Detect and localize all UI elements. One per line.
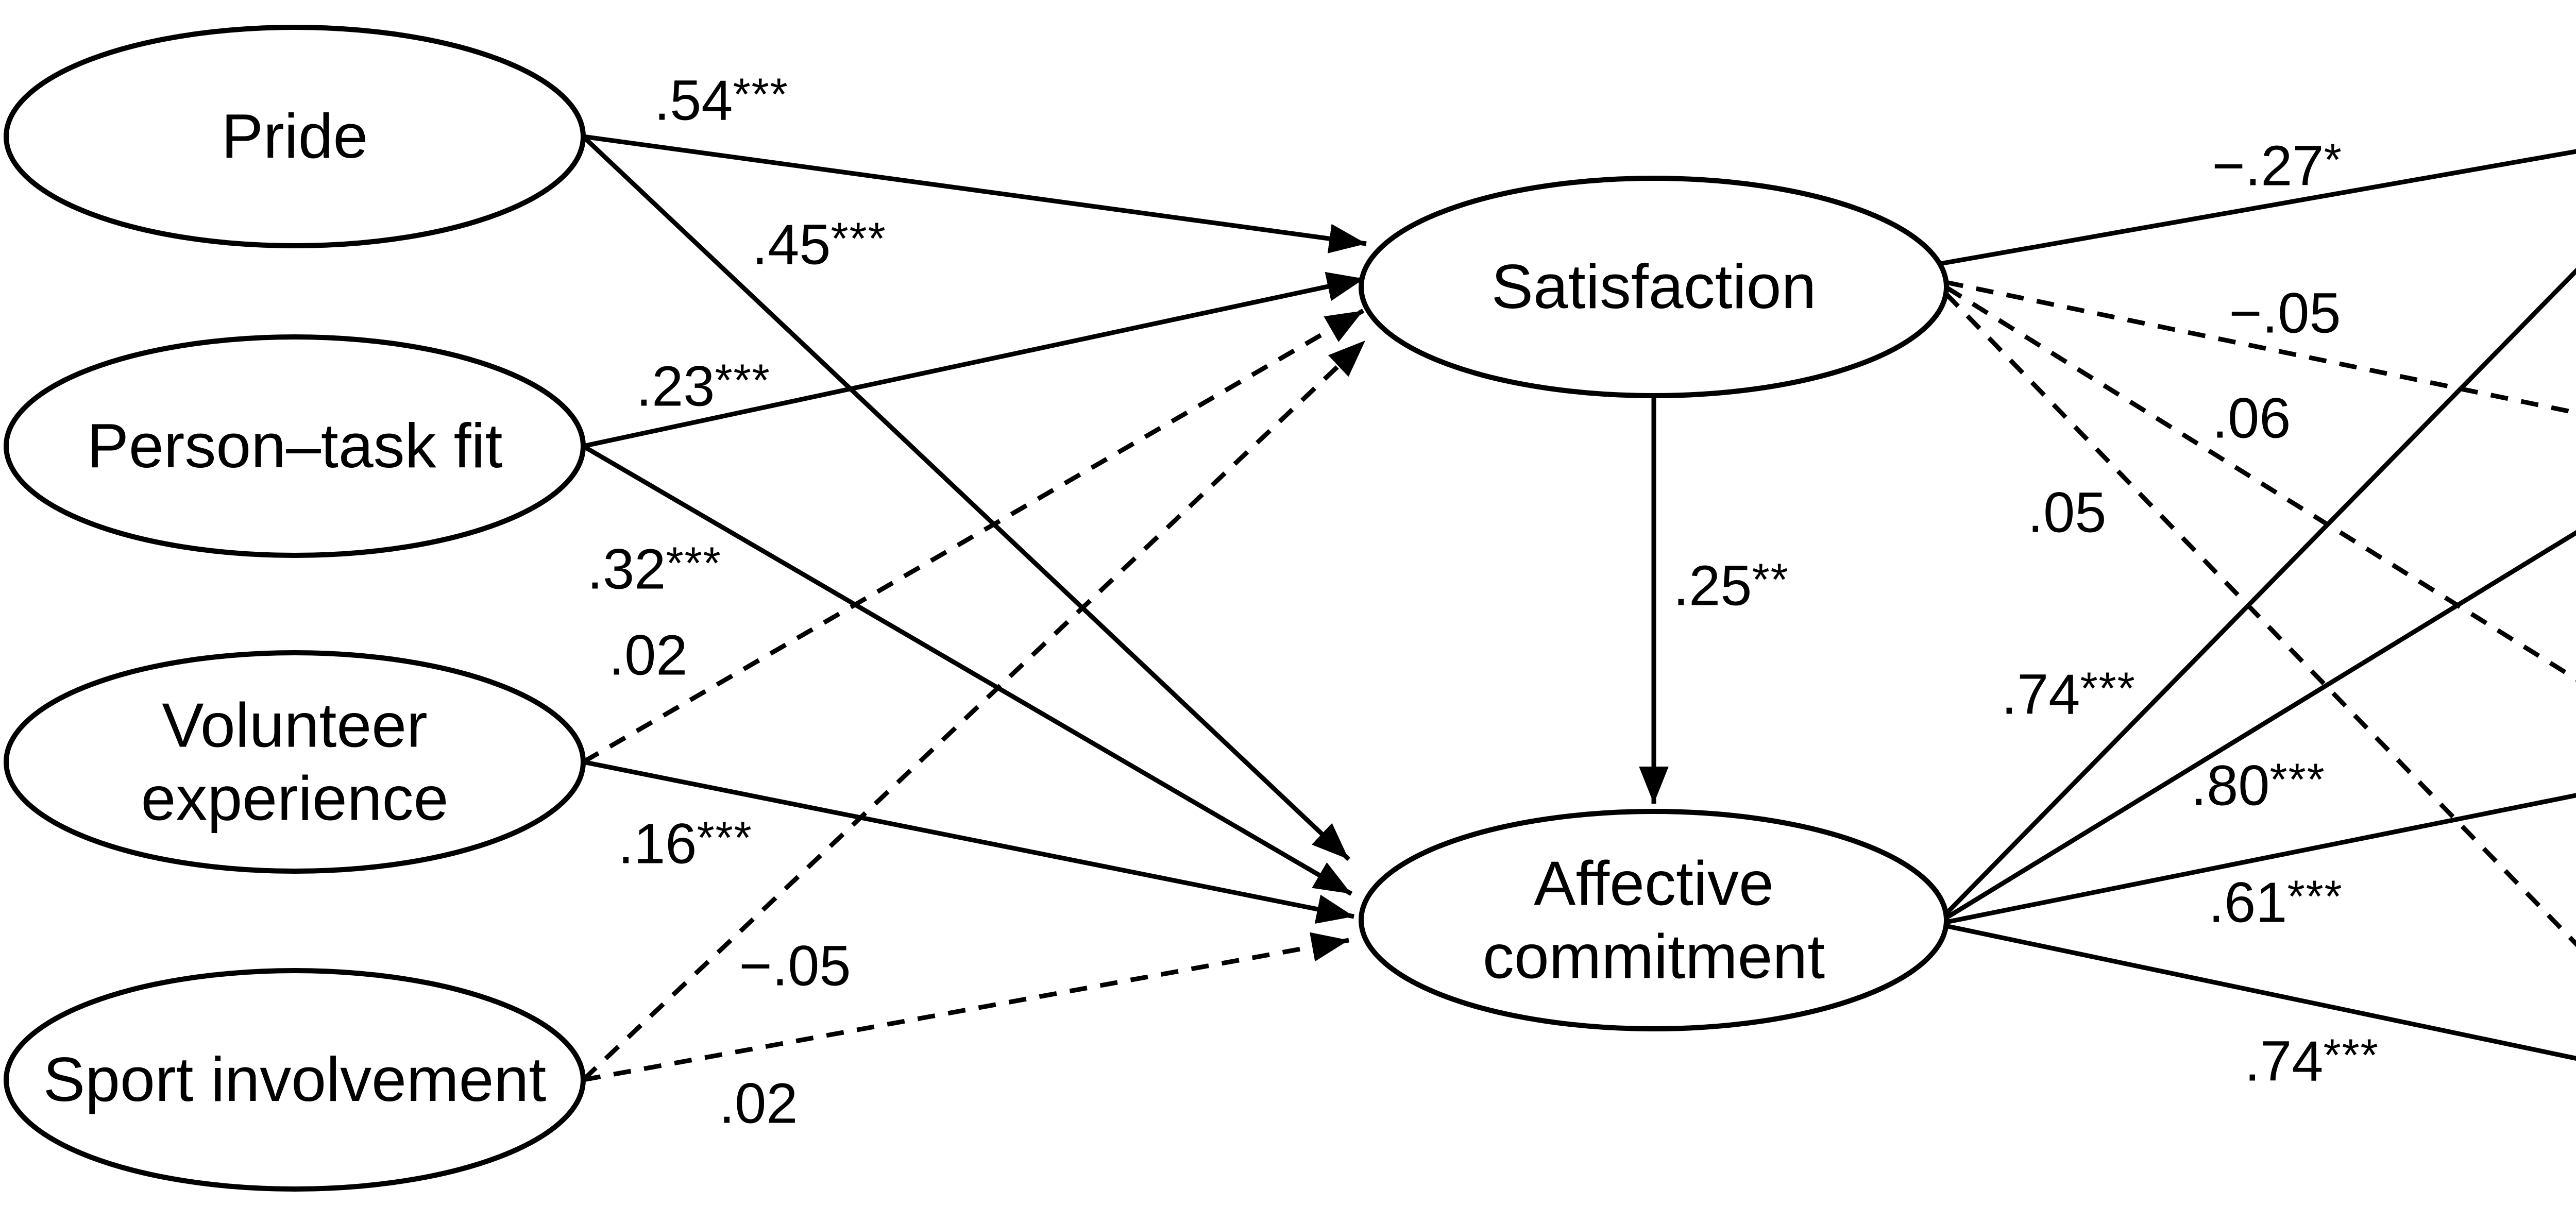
coef-pride-affective: .45***	[752, 213, 887, 277]
node-ellipse-satisfaction	[1359, 176, 1949, 398]
node-label-sport-involvement: Sport involvement	[43, 1044, 547, 1115]
coef-satisfaction-ewom: −.27*	[2212, 134, 2343, 198]
coef-affective-cooperation: .61***	[2208, 871, 2343, 935]
node-ellipse-sport-involvement	[4, 968, 586, 1192]
coef-affective-intention: .74***	[2244, 1029, 2379, 1093]
edge-lines	[581, 134, 2576, 1082]
path-affective-commitment-to-cooperation	[1945, 793, 2576, 925]
coef-satisfaction-affective: .25**	[1673, 554, 1789, 618]
coef-person-task-affective: .32***	[587, 537, 722, 601]
path-satisfaction-to-cooperation	[1945, 285, 2576, 682]
path-volunteer-experience-to-affective-commitment	[583, 759, 1354, 924]
path-volunteer-experience-to-satisfaction	[582, 309, 1365, 764]
node-ellipse-person-task-fit	[4, 334, 586, 558]
path-satisfaction-to-intention	[1944, 292, 2576, 947]
coef-sport-satisfaction: −.05	[739, 934, 851, 998]
node-ellipse-affective-commitment	[1359, 809, 1949, 1031]
path-person-task-fit-to-satisfaction	[583, 271, 1365, 449]
path-satisfaction-to-wom	[1945, 280, 2576, 415]
coef-sport-affective: .02	[719, 1072, 798, 1135]
path-sport-involvement-to-affective-commitment	[583, 932, 1349, 1082]
node-ellipse-pride	[4, 25, 586, 248]
node-label-affective-commitment: Affective commitment	[1482, 848, 1825, 991]
node-label-pride: Pride	[221, 101, 368, 172]
path-sport-involvement-to-satisfaction	[581, 338, 1367, 1082]
coef-person-task-satisfaction: .23***	[636, 354, 771, 418]
coef-pride-satisfaction: .54***	[654, 69, 789, 132]
path-affective-commitment-to-intention	[1945, 923, 2576, 1061]
node-label-person-task-fit: Person–task fit	[87, 411, 503, 481]
node-label-volunteer-experience: Volunteer experience	[141, 690, 449, 833]
path-pride-to-satisfaction	[583, 134, 1367, 253]
coef-satisfaction-intention: .05	[2027, 481, 2107, 545]
path-satisfaction-to-ewom	[1939, 149, 2576, 266]
coef-affective-wom: .80***	[2191, 754, 2326, 818]
path-affective-commitment-to-ewom	[1943, 267, 2576, 917]
node-label-satisfaction: Satisfaction	[1491, 251, 1817, 322]
path-pride-to-affective-commitment	[581, 134, 1351, 861]
node-shapes	[4, 25, 1949, 1192]
path-affective-commitment-to-wom	[1944, 530, 2576, 920]
path-person-task-fit-to-affective-commitment	[582, 444, 1353, 896]
node-ellipse-volunteer-experience	[4, 650, 586, 874]
coef-volunteer-satisfaction: .02	[608, 623, 688, 687]
coef-affective-ewom: .74***	[2001, 663, 2136, 726]
coef-satisfaction-wom: −.05	[2229, 281, 2341, 345]
coef-satisfaction-cooperation: .06	[2212, 386, 2291, 450]
coef-volunteer-affective: .16***	[618, 812, 753, 876]
